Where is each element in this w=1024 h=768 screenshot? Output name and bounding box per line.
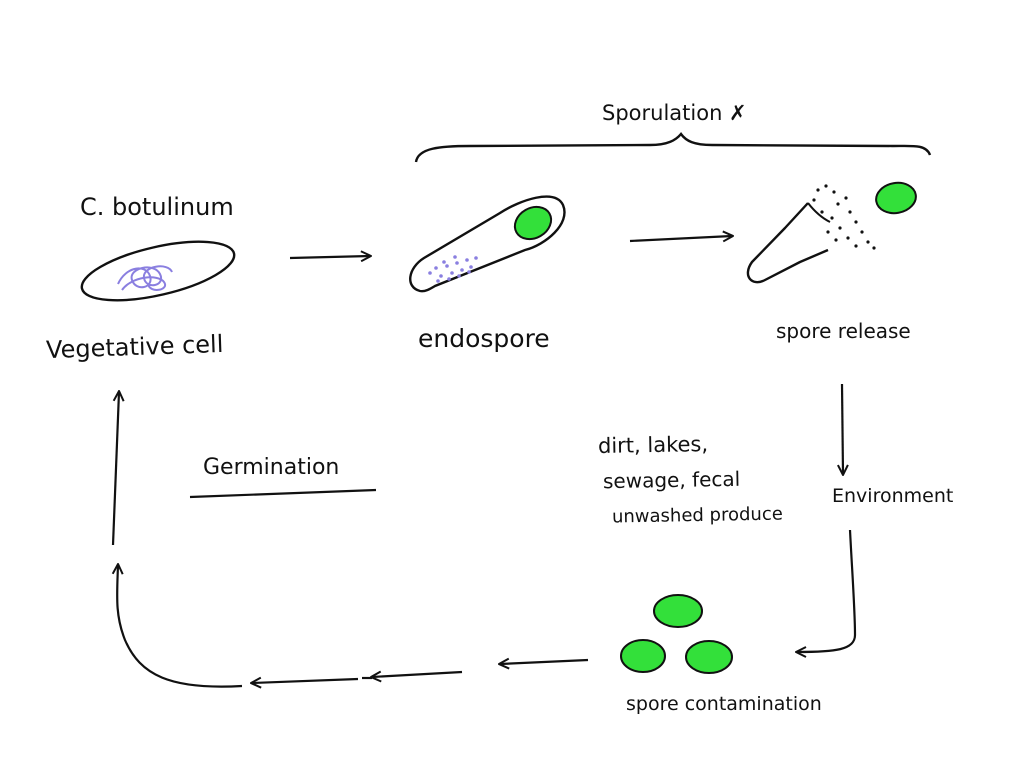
endospore-cell	[409, 195, 566, 293]
environment-source-2: sewage, fecal	[602, 466, 741, 494]
arrow-contamination-left-1	[498, 657, 589, 670]
arrow-left-2	[370, 670, 463, 683]
germination-label: Germination	[203, 455, 340, 480]
environment-source-3: unwashed produce	[611, 503, 783, 528]
spore-cluster	[620, 594, 733, 674]
arrow-curve-up	[111, 563, 243, 688]
arrow-environment-to-contamination	[795, 529, 857, 658]
arrow-up-to-vegetative	[111, 390, 125, 546]
endospore-green	[513, 205, 553, 241]
germination-underline	[189, 488, 377, 499]
arrow-release-to-environment	[837, 383, 849, 476]
spore-release-cell	[746, 181, 917, 284]
endospore-label: endospore	[418, 324, 550, 353]
spore-bottom-left	[620, 639, 666, 673]
organism-label: C. botulinum	[80, 193, 234, 221]
spore-contamination-label: spore contamination	[626, 693, 822, 715]
environment-source-1: dirt, lakes,	[597, 432, 709, 458]
dna-fragments	[428, 255, 478, 283]
environment-label: Environment	[832, 485, 954, 507]
arrow-endospore-to-release	[629, 230, 734, 243]
spore-release-label: spore release	[776, 319, 911, 343]
arrow-vegetative-to-endospore	[289, 250, 372, 263]
ruptured-wall-dots	[812, 184, 876, 250]
sporulation-bracket	[414, 132, 932, 163]
dna-coil	[117, 265, 173, 291]
vegetative-cell	[80, 240, 236, 302]
released-spore	[875, 181, 917, 215]
arrow-left-3	[250, 676, 359, 689]
spore-bottom-right	[685, 640, 733, 674]
sporulation-label: Sporulation ✗	[602, 101, 747, 125]
spore-top	[653, 594, 703, 628]
